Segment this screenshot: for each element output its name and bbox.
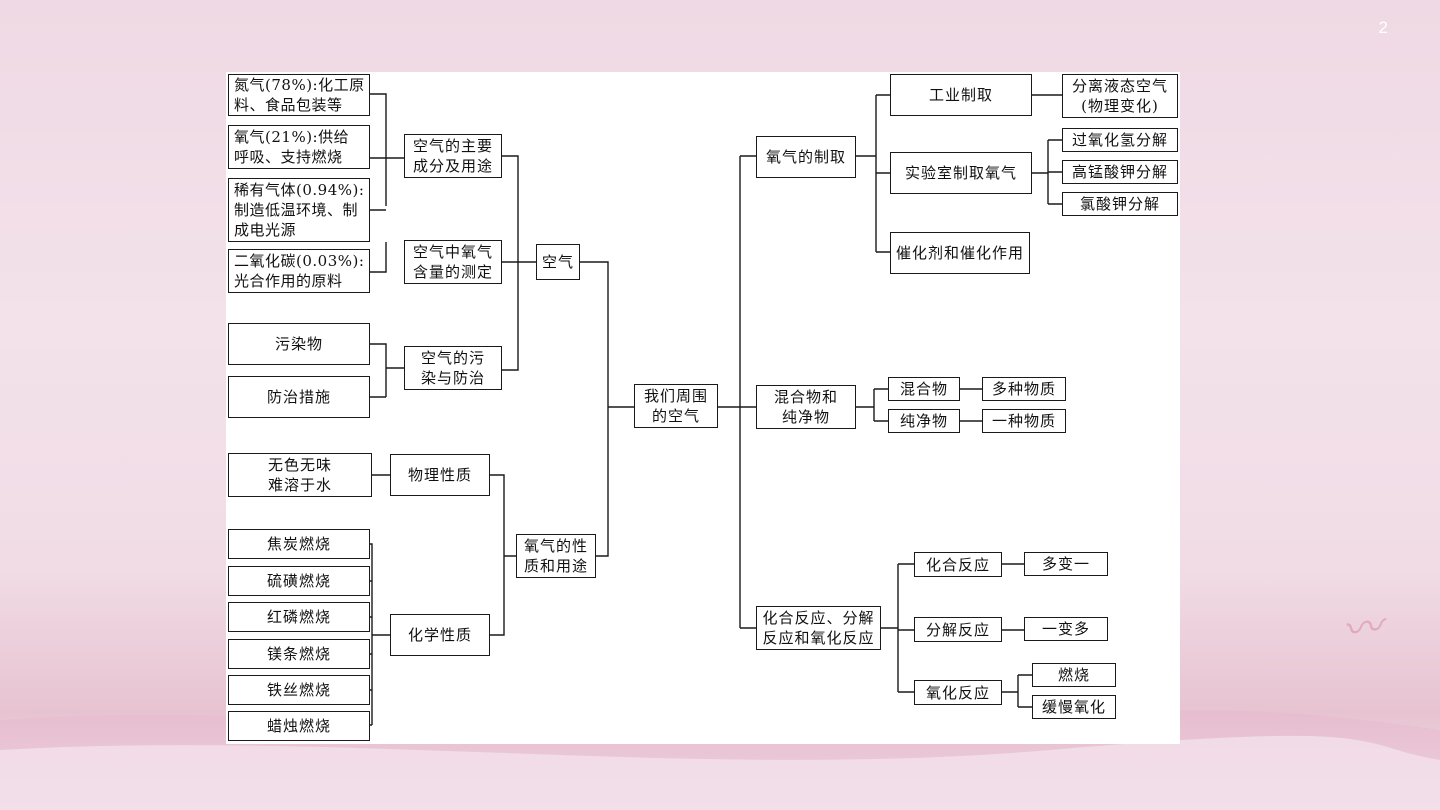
air-main-components-box: 空气的主要 成分及用途 [404,134,502,178]
oxygen-preparation-box: 氧气的制取 [756,136,856,178]
burn-item: 焦炭燃烧 [228,529,370,559]
chemical-properties-box: 化学性质 [390,614,490,656]
oxygen-properties-uses-box: 氧气的性 质和用途 [516,534,596,578]
concept-map-panel: 氮气(78%):化工原 料、食品包装等 氧气(21%):供给 呼吸、支持燃烧 稀… [226,72,1180,744]
connector-lines [370,93,1062,726]
burn-item: 铁丝燃烧 [228,675,370,705]
pure-substance-box: 纯净物 [888,409,960,433]
prevention-measures-box: 防治措施 [228,376,370,418]
burn-item: 镁条燃烧 [228,639,370,669]
air-box: 空气 [536,244,580,280]
burn-item: 蜡烛燃烧 [228,711,370,741]
lab-preparation-box: 实验室制取氧气 [890,152,1032,194]
rare-gas-composition-box: 稀有气体(0.94%): 制造低温环境、制 成电光源 [228,178,370,242]
industrial-description-box: 分离液态空气 (物理变化) [1062,74,1178,118]
oxidation-reaction-box: 氧化反应 [914,680,1002,705]
physical-properties-box: 物理性质 [390,454,490,496]
decomposition-description-box: 一变多 [1024,617,1108,641]
slide-number: 2 [1378,18,1388,37]
mixture-pure-box: 混合物和 纯净物 [756,385,856,429]
physical-description-box: 无色无味 难溶于水 [228,453,372,497]
combination-description-box: 多变一 [1024,552,1108,576]
combination-reaction-box: 化合反应 [914,552,1002,577]
mixture-box: 混合物 [888,377,960,401]
n2-composition-box: 氮气(78%):化工原 料、食品包装等 [228,74,370,116]
air-pollution-box: 空气的污 染与防治 [404,346,502,390]
burn-item: 红磷燃烧 [228,602,370,632]
root-topic-box: 我们周围 的空气 [634,384,718,428]
decomposition-reaction-box: 分解反应 [914,617,1002,642]
oxidation-type-item: 缓慢氧化 [1032,695,1116,719]
mixture-description-box: 多种物质 [982,377,1066,401]
decorative-script-watermark: 〰 [1339,603,1386,655]
industrial-production-box: 工业制取 [890,74,1032,116]
catalyst-box: 催化剂和催化作用 [890,232,1030,274]
lab-method-item: 过氧化氢分解 [1062,128,1178,152]
lab-method-item: 氯酸钾分解 [1062,192,1178,216]
pure-description-box: 一种物质 [982,409,1066,433]
pollutants-box: 污染物 [228,323,370,365]
o2-composition-box: 氧气(21%):供给 呼吸、支持燃烧 [228,125,370,169]
reactions-box: 化合反应、分解 反应和氧化反应 [756,606,881,650]
co2-composition-box: 二氧化碳(0.03%): 光合作用的原料 [228,249,370,293]
oxidation-type-item: 燃烧 [1032,663,1116,687]
burn-item: 硫磺燃烧 [228,566,370,596]
lab-method-item: 高锰酸钾分解 [1062,160,1178,184]
air-oxygen-measurement-box: 空气中氧气 含量的测定 [404,240,502,284]
